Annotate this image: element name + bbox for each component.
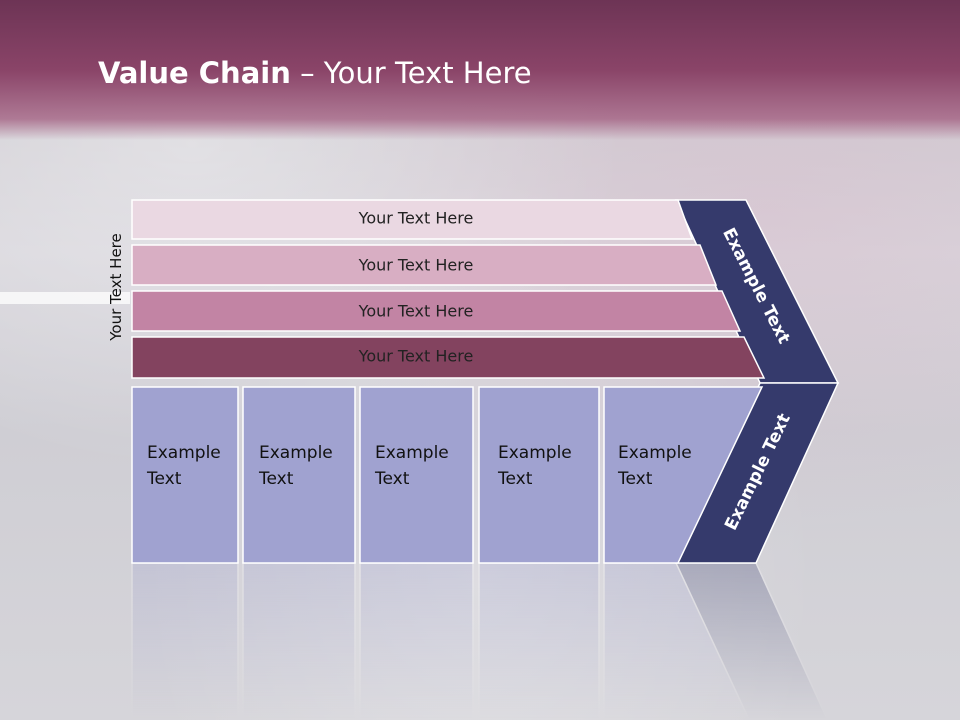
title-bold: Value Chain [98, 56, 291, 90]
primary-activity-4 [478, 386, 600, 564]
primary-activity-5-line2: Text [617, 469, 653, 489]
primary-activity-4-line1: Example [498, 443, 572, 463]
primary-activity-1-line2: Text [146, 469, 182, 489]
primary-activity-3-line2: Text [374, 469, 410, 489]
diagram-reflection [131, 562, 829, 720]
support-row-4 [131, 336, 766, 379]
support-row-1 [131, 199, 694, 240]
page-title: Value Chain – Your Text Here [98, 56, 532, 90]
primary-activity-3-line1: Example [375, 443, 449, 463]
title-band [0, 0, 960, 140]
support-row-3 [131, 290, 742, 332]
primary-activity-1 [131, 386, 239, 564]
primary-activity-4-line2: Text [497, 469, 533, 489]
title-rest: – Your Text Here [290, 56, 532, 90]
primary-activity-3 [359, 386, 474, 564]
primary-activity-1-line1: Example [147, 443, 221, 463]
support-row-2-label: Your Text Here [358, 256, 474, 275]
primary-activity-2 [242, 386, 356, 564]
primary-activity-2-line1: Example [259, 443, 333, 463]
primary-activity-2-line2: Text [258, 469, 294, 489]
support-row-4-label: Your Text Here [358, 347, 474, 366]
background-road-line [0, 292, 130, 304]
support-row-3-label: Your Text Here [358, 302, 474, 321]
support-row-2 [131, 244, 718, 286]
primary-activity-5-line1: Example [618, 443, 692, 463]
primary-activity-5 [603, 386, 764, 564]
support-row-1-label: Your Text Here [358, 209, 474, 228]
